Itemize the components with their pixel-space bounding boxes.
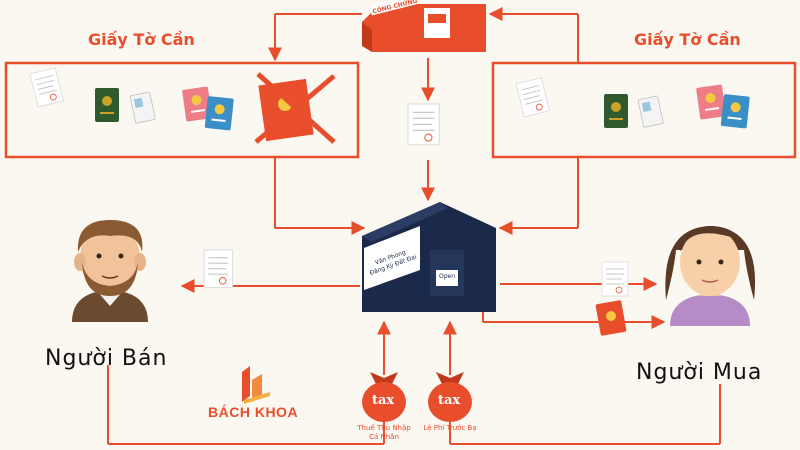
id-card-icon (637, 95, 664, 128)
buyer-label: Người Mua (636, 360, 763, 385)
contract-document-icon (29, 67, 64, 108)
buyer-documents-box (491, 61, 797, 159)
passport-icon (604, 94, 628, 128)
notary-kiosk-icon (362, 0, 486, 52)
tax-caption-2-line1: Lệ Phí Trước Bạ (423, 424, 477, 432)
office-door-sign: Open (438, 273, 456, 280)
tax-bag-icon (362, 372, 406, 422)
tax-caption-2: Lệ Phí Trước Bạ (412, 424, 488, 433)
seller-document-icons (29, 67, 336, 144)
female-avatar-icon (665, 226, 756, 326)
tax-caption-1-line1: Thuế Thu Nhập (357, 424, 411, 432)
notarized-document-icon (407, 103, 440, 146)
blue-book-icon (204, 96, 234, 131)
id-card-icon (129, 91, 156, 124)
tax-icon-text-2: tax (438, 393, 461, 408)
seller-requirements-title: Giấy Tờ Cần (88, 30, 195, 49)
red-book-icon (595, 300, 627, 336)
buyer-document-icons (515, 77, 750, 129)
contract-document-icon (515, 77, 550, 118)
tax-caption-1: Thuế Thu Nhập Cá Nhân (348, 424, 420, 442)
blue-book-icon (720, 94, 750, 129)
pink-book-icon (696, 84, 727, 120)
bach-khoa-logo-icon (242, 366, 270, 404)
tax-icon-text-1: tax (372, 393, 395, 408)
seller-documents-box (4, 61, 360, 159)
male-avatar-icon (72, 220, 148, 322)
document-to-buyer-icon (601, 261, 629, 297)
passport-icon (95, 88, 119, 122)
crossed-red-book-icon (254, 72, 336, 144)
brand-name: BÁCH KHOA (208, 404, 299, 420)
buyer-requirements-title: Giấy Tờ Cần (634, 30, 741, 49)
registration-office-icon (362, 202, 496, 312)
tax-caption-1-line2: Cá Nhân (369, 433, 399, 441)
document-to-seller-icon (203, 249, 234, 288)
seller-label: Người Bán (45, 346, 168, 371)
tax-bag-icon (428, 372, 472, 422)
